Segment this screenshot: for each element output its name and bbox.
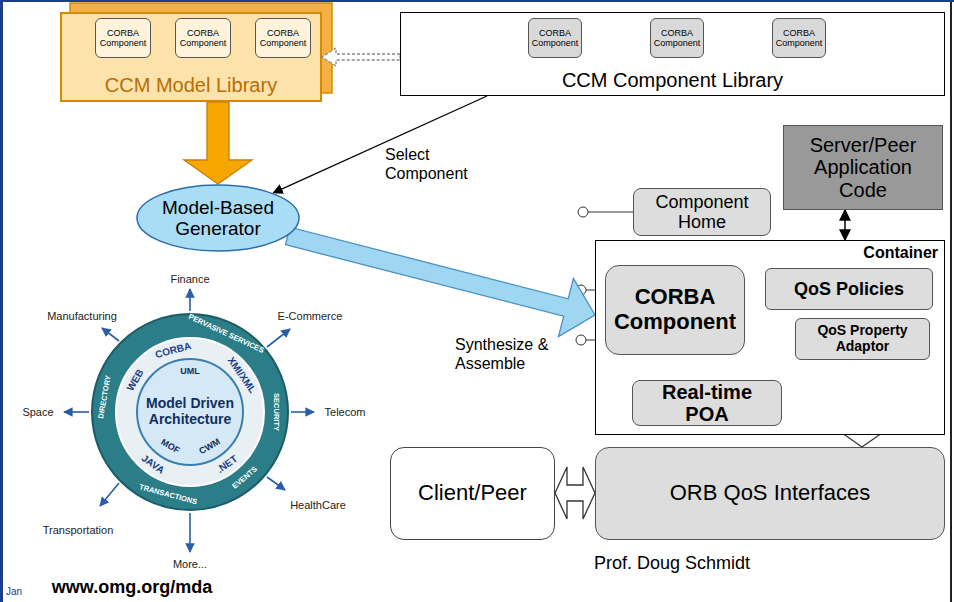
node-text: Model-Based Generator <box>142 197 294 240</box>
edge-label: Select Component <box>385 145 485 183</box>
orb-box: ORB QoS Interfaces <box>595 447 945 540</box>
node-text: Real-time POA <box>639 381 775 426</box>
ring-label: EVENTS <box>230 464 260 491</box>
double-arrow <box>844 210 846 240</box>
node-text: QoS Property Adaptor <box>802 323 923 354</box>
port-circle <box>578 207 588 217</box>
component-box: CORBA Component <box>95 18 151 58</box>
block-arrow <box>184 102 252 184</box>
container-box: ContainerCORBA Component QoS PoliciesQoS … <box>595 240 945 435</box>
component-box: CORBA Component <box>772 18 826 58</box>
domain-label: More... <box>173 558 207 570</box>
domain-arrow <box>189 513 191 552</box>
domain-label: Space <box>22 406 53 418</box>
domain-label: Manufacturing <box>47 310 117 322</box>
frame-line <box>0 0 954 2</box>
ring-label: CORBA <box>154 340 192 360</box>
ring-label: .NET <box>214 453 239 475</box>
ring-label: TRANSACTIONS <box>137 483 199 507</box>
circle-shape <box>137 359 243 465</box>
domain-label: E-Commerce <box>278 310 343 322</box>
domain-arrow <box>291 411 314 413</box>
domain-arrow <box>267 329 290 347</box>
domain-arrow <box>100 483 119 506</box>
node-text: CORBA Component <box>180 28 227 48</box>
node-text: Component Home <box>640 192 764 232</box>
domain-label: Transportation <box>43 524 114 536</box>
node-text: CORBA Component <box>100 28 147 48</box>
node-text: QoS Policies <box>794 279 904 299</box>
domain-label: Telecom <box>325 406 366 418</box>
ring-label: CWM <box>198 437 222 457</box>
mda-outer-ring <box>92 314 288 510</box>
adaptor-box: QoS Property Adaptor <box>795 318 930 360</box>
ring-label: MOF <box>159 437 181 456</box>
ring-label: WEB <box>124 367 145 393</box>
node-text: CORBA Component <box>532 28 579 48</box>
domain-label: HealthCare <box>290 499 346 511</box>
ring-label: PERVASIVE SERVICES <box>186 313 266 356</box>
mda-middle-ring <box>116 338 264 486</box>
frame-line <box>0 0 3 602</box>
client-box: Client/Peer <box>390 447 555 540</box>
node-text: CCM Component Library <box>401 69 944 91</box>
generator-ellipse: Model-Based Generator <box>136 184 300 252</box>
frame-line <box>950 0 952 602</box>
node-text: Model Driven Architecture <box>142 396 238 427</box>
node-text: Container <box>863 244 938 262</box>
author-label: Prof. Doug Schmidt <box>594 554 750 574</box>
ring-label: SECURITY <box>272 392 280 432</box>
ellipse-shape <box>137 185 299 251</box>
ring-label: DIRECTORY <box>97 374 113 421</box>
edge-label: Synthesize & Assemble <box>455 335 555 373</box>
domain-arrow <box>267 477 285 490</box>
node-text: CORBA Component <box>260 28 307 48</box>
node-text: CORBA Component <box>654 28 701 48</box>
node-text: CORBA Component <box>612 285 738 334</box>
ring-label: JAVA <box>140 453 167 476</box>
select-arrow <box>273 96 487 193</box>
date-label: Jan <box>6 586 22 597</box>
hollow-arrow <box>555 467 595 519</box>
component-box: CORBA Component <box>650 18 704 58</box>
model-library: CCM Model Library CORBA Component CORBA Co… <box>60 12 322 102</box>
ring-label: UML <box>180 367 200 377</box>
component-library: CCM Component Library CORBA Component CORB… <box>400 12 945 96</box>
port-lollipop <box>578 207 633 217</box>
dotted-arrow <box>322 48 400 66</box>
node-text: Client/Peer <box>418 481 527 506</box>
poa-box: Real-time POA <box>632 380 782 426</box>
domain-label: Finance <box>170 273 209 285</box>
policy-box: QoS Policies <box>765 268 933 310</box>
component-box: CORBA Component <box>255 18 311 58</box>
component-box: CORBA Component <box>175 18 231 58</box>
node-text: ORB QoS Interfaces <box>670 481 871 506</box>
application-code-box: Server/Peer Application Code <box>783 125 943 210</box>
node-text: Server/Peer Application Code <box>792 134 934 201</box>
node-text: CORBA Component <box>776 28 823 48</box>
component-box: CORBA Component <box>605 265 745 355</box>
port-circle <box>576 335 586 345</box>
domain-arrow <box>102 328 119 341</box>
component-box: CORBA Component <box>528 18 582 58</box>
ring-label: XMI/XML <box>226 355 259 395</box>
component-home-box: Component Home <box>633 188 771 236</box>
domain-arrow <box>64 411 89 413</box>
url-label: www.omg.org/mda <box>52 578 212 598</box>
domain-arrow <box>189 289 191 311</box>
node-text: CCM Model Library <box>62 74 320 96</box>
port-line <box>588 212 633 213</box>
